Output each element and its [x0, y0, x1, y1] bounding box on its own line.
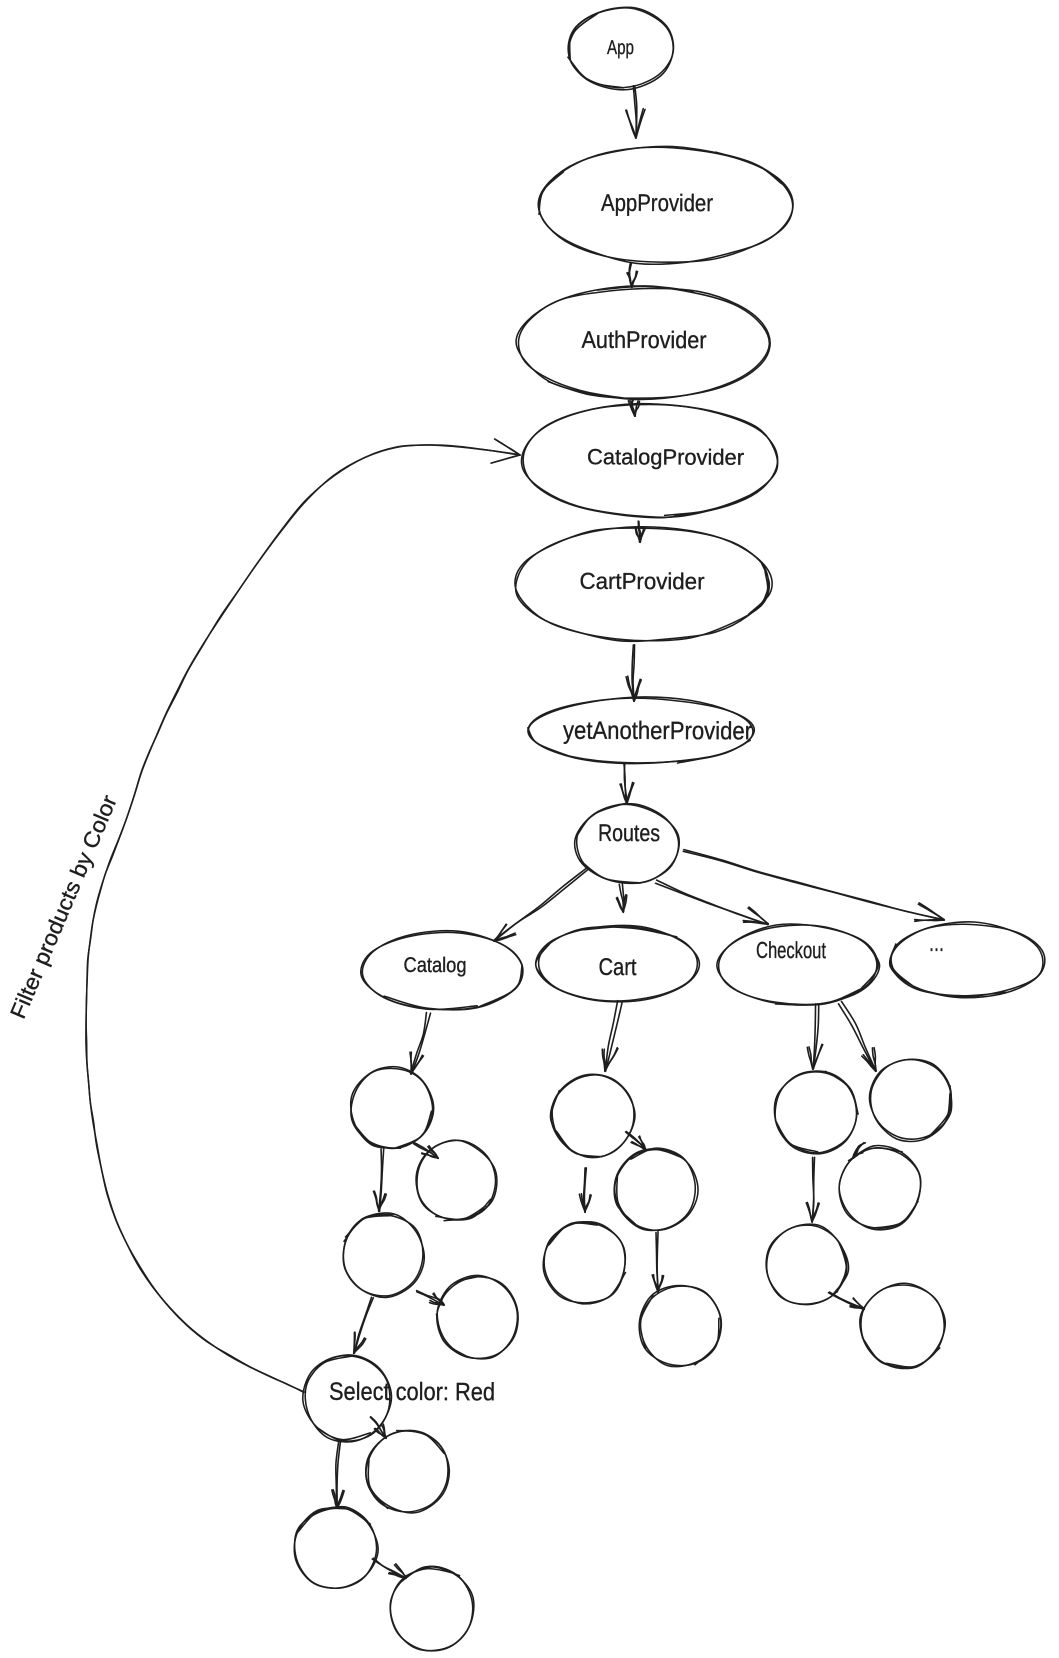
svg-text:CatalogProvider: CatalogProvider	[587, 444, 744, 470]
svg-text:yetAnotherProvider: yetAnotherProvider	[563, 717, 752, 746]
svg-text:...: ...	[929, 930, 944, 957]
svg-text:CartProvider: CartProvider	[579, 568, 704, 594]
svg-text:AppProvider: AppProvider	[601, 190, 713, 217]
svg-text:Catalog: Catalog	[403, 954, 466, 977]
svg-text:Checkout: Checkout	[756, 937, 827, 963]
svg-text:Routes: Routes	[598, 820, 660, 847]
svg-text:App: App	[607, 37, 634, 59]
svg-text:AuthProvider: AuthProvider	[581, 327, 706, 354]
svg-text:Select color: Red: Select color: Red	[329, 1378, 495, 1407]
svg-text:Cart: Cart	[598, 954, 636, 981]
